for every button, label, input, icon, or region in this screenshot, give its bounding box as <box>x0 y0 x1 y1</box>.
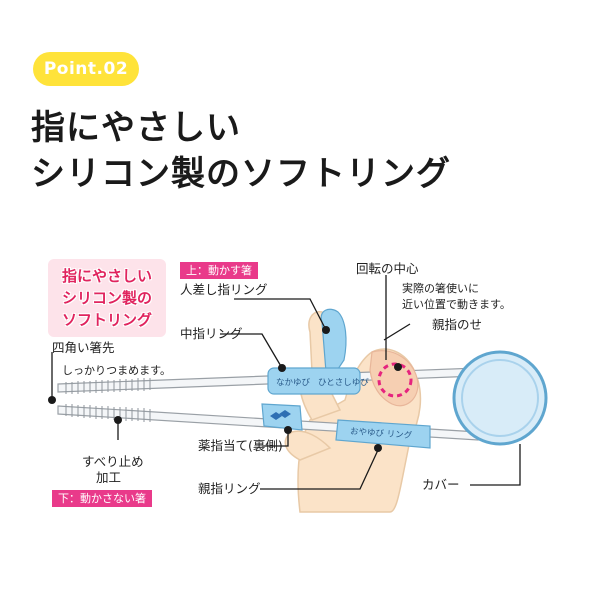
rotation-center-circle <box>377 362 413 398</box>
feature-callout-line-3: ソフトリング <box>61 311 152 329</box>
point-badge: Point.02 <box>33 52 139 86</box>
label-rotation-center: 回転の中心 <box>356 261 419 276</box>
label-ring-finger-rest: 薬指当て(裏側) <box>198 438 283 453</box>
rotation-center-dot <box>394 363 402 371</box>
headline-line-2: シリコン製のソフトリング <box>31 154 451 194</box>
label-thumb-rest: 親指のせ <box>432 317 483 332</box>
headline-line-1: 指にやさしい <box>31 108 241 148</box>
label-middle-ring: 中指リング <box>180 326 243 341</box>
label-rotation-desc-1: 実際の箸使いに <box>402 282 479 295</box>
label-square-tip-desc: しっかりつまめます。 <box>62 364 172 377</box>
label-nonslip-2: 加工 <box>96 470 122 485</box>
feature-callout-line-1: 指にやさしい <box>61 267 152 285</box>
label-cover: カバー <box>422 477 460 492</box>
diamond-mark-2 <box>279 410 291 418</box>
nonslip-ribs <box>65 378 151 422</box>
cover-outer <box>452 350 548 446</box>
label-thumb-ring: 親指リング <box>198 481 261 496</box>
cover-inner <box>461 359 539 437</box>
ring-finger-rest <box>261 403 303 431</box>
ring-text-nakayubi: なかゆび <box>276 378 311 388</box>
leader-dots <box>48 326 382 452</box>
feature-callout-line-2: シリコン製の <box>61 289 152 307</box>
tag-top-chopstick: 上：動かす箸 <box>180 262 258 279</box>
label-square-tip: 四角い箸先 <box>52 340 115 355</box>
tag-bottom-chopstick: 下：動かさない箸 <box>52 490 152 507</box>
label-rotation-desc-2: 近い位置で動きます。 <box>402 298 511 311</box>
index-ring <box>320 308 347 373</box>
label-index-ring: 人差し指リング <box>180 282 268 297</box>
label-nonslip-1: すべり止め <box>82 454 144 469</box>
feature-callout-box: 指にやさしい シリコン製の ソフトリング <box>48 259 166 337</box>
leader-lines <box>51 275 521 490</box>
thumb-ring-band <box>335 419 431 449</box>
finger-ring-band <box>267 367 361 395</box>
finger-lower <box>284 430 332 461</box>
ring-text-hitosashiyubi: ひとさしゆび <box>318 378 369 388</box>
